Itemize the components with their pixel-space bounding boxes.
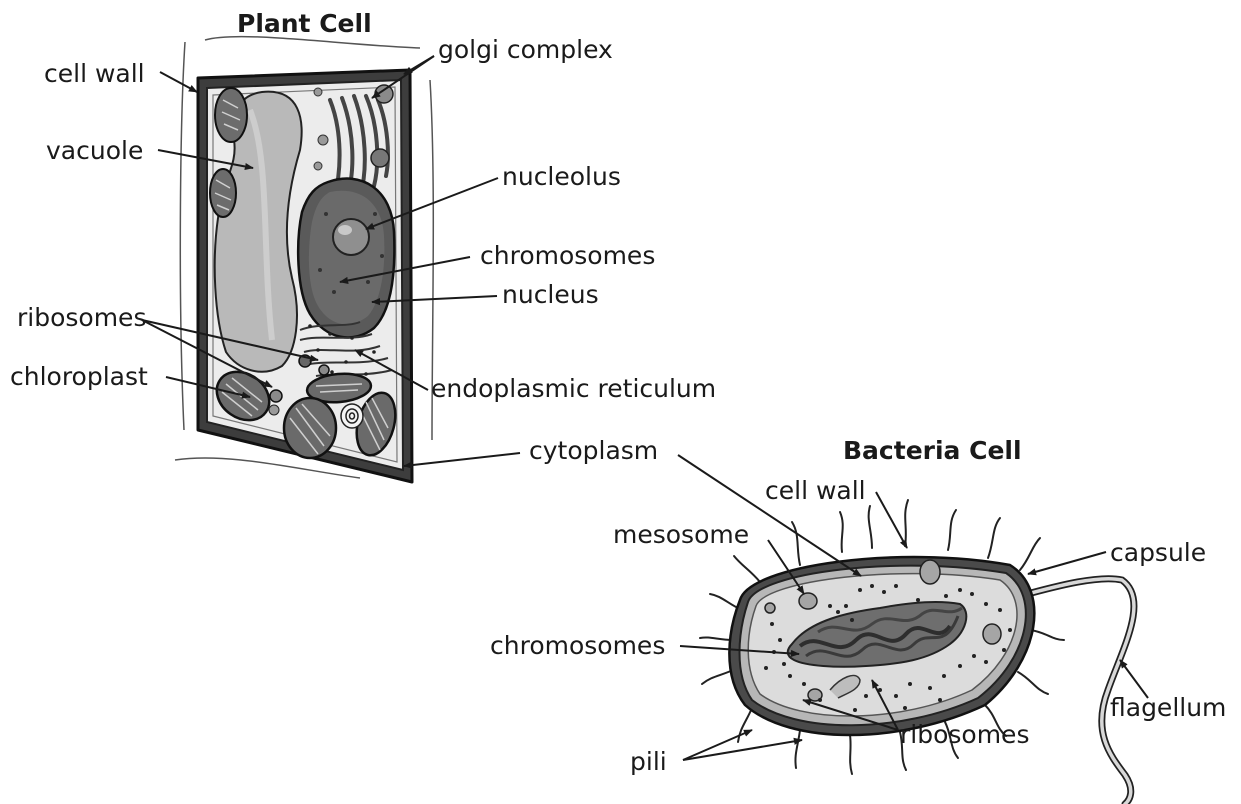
label-bacteria-chromosomes: chromosomes bbox=[490, 631, 665, 661]
label-plant-ribosomes: ribosomes bbox=[17, 303, 146, 333]
bacteria-cell-title: Bacteria Cell bbox=[843, 436, 1022, 466]
label-flagellum: flagellum bbox=[1110, 693, 1226, 723]
label-nucleolus: nucleolus bbox=[502, 162, 621, 192]
plant-cell-illustration bbox=[175, 37, 433, 482]
label-capsule: capsule bbox=[1110, 538, 1206, 568]
leader-capsule bbox=[1028, 552, 1106, 574]
label-endoplasmic-reticulum: endoplasmic reticulum bbox=[431, 374, 716, 404]
label-nucleus: nucleus bbox=[502, 280, 599, 310]
label-plant-cell-wall: cell wall bbox=[44, 59, 145, 89]
leader-golgi-complex-2 bbox=[404, 56, 434, 74]
organelle bbox=[215, 88, 247, 142]
bacteria-flagellum bbox=[1020, 579, 1134, 804]
label-bacteria-cell-wall: cell wall bbox=[765, 476, 866, 506]
organelle bbox=[210, 169, 236, 217]
leader-pili-2 bbox=[683, 740, 802, 760]
label-mesosome: mesosome bbox=[613, 520, 749, 550]
leader-pili bbox=[683, 730, 752, 760]
plant-chloroplast bbox=[284, 398, 336, 458]
leader-bacteria-cytoplasm bbox=[678, 455, 861, 576]
label-chloroplast: chloroplast bbox=[10, 362, 148, 392]
label-golgi-complex: golgi complex bbox=[438, 35, 613, 65]
label-plant-chromosomes: chromosomes bbox=[480, 241, 655, 271]
label-vacuole: vacuole bbox=[46, 136, 143, 166]
label-pili: pili bbox=[630, 747, 667, 777]
plant-cell-title: Plant Cell bbox=[237, 9, 372, 39]
label-cytoplasm: cytoplasm bbox=[529, 436, 658, 466]
leader-cytoplasm bbox=[404, 453, 520, 466]
leader-plant-cell-wall bbox=[160, 72, 197, 92]
label-bacteria-ribosomes: ribosomes bbox=[900, 720, 1029, 750]
leader-bacteria-cell-wall bbox=[876, 492, 907, 548]
plant-nucleolus bbox=[333, 219, 369, 255]
neighbor-cell-outline bbox=[180, 42, 185, 430]
